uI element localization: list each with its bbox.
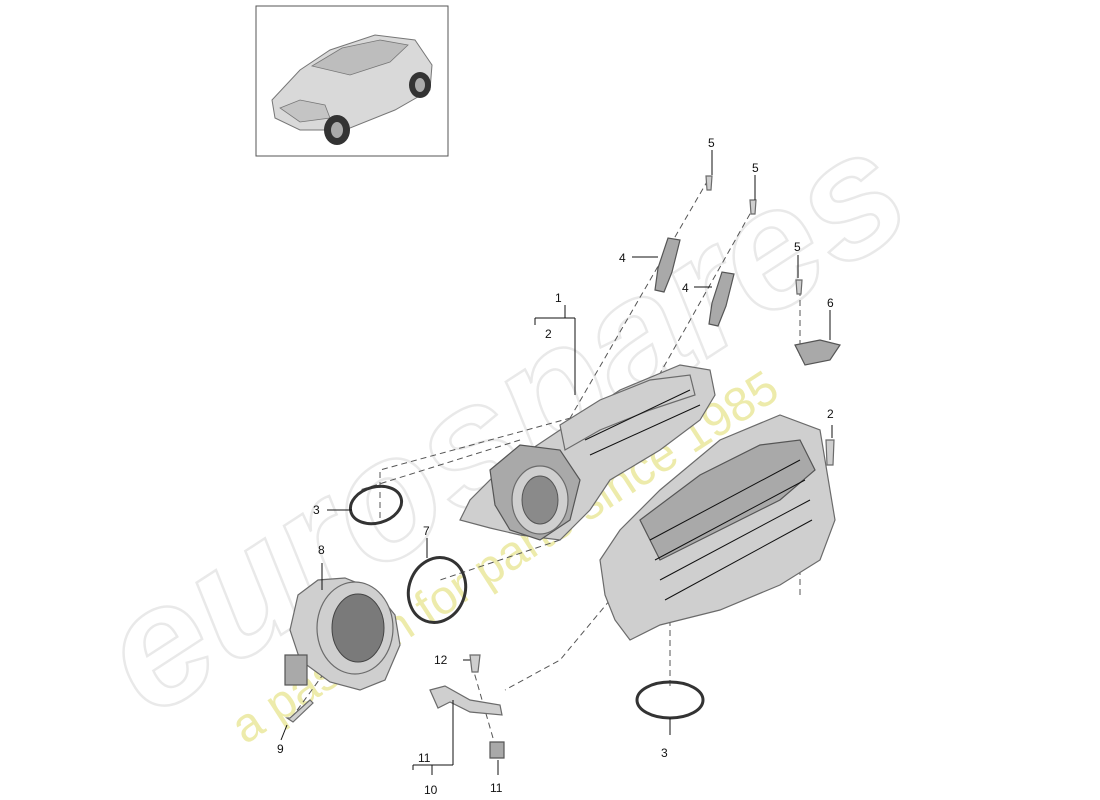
callout-4: 4 [682,281,689,295]
upper-intake-manifold[interactable] [459,364,716,541]
callout-10: 10 [424,783,438,797]
callout-3: 3 [661,746,668,760]
callout-2: 2 [827,407,834,421]
callout-2: 2 [545,327,552,341]
leader-lines [280,150,833,775]
callout-5: 5 [794,240,801,254]
callout-1: 1 [555,291,562,305]
callout-5: 5 [708,136,715,150]
o-ring-7[interactable] [399,549,474,630]
callout-7: 7 [423,524,430,538]
injectors[interactable] [654,237,735,327]
callout-11: 11 [490,781,503,795]
callout-5: 5 [752,161,759,175]
gasket-3-upper[interactable] [346,481,406,529]
vehicle-thumbnail[interactable] [255,5,449,157]
callout-4: 4 [619,251,626,265]
callout-3: 3 [313,503,320,517]
watermark-brand: eurospares [67,92,939,751]
throttle-body[interactable] [284,577,401,691]
callout-9: 9 [277,742,284,756]
gasket-3-lower[interactable] [635,680,705,720]
callout-labels: 1 2 2 3 3 4 4 5 5 5 6 7 8 9 10 11 11 12 [277,136,834,797]
callout-6: 6 [827,296,834,310]
lower-intake-manifold[interactable] [599,414,836,641]
callout-12: 12 [434,653,448,667]
car-suv-icon [271,34,433,145]
callout-11: 11 [418,751,431,765]
watermark: eurospares a passion for parts since 198… [65,91,940,754]
fasteners[interactable] [285,175,841,759]
callout-8: 8 [318,543,325,557]
